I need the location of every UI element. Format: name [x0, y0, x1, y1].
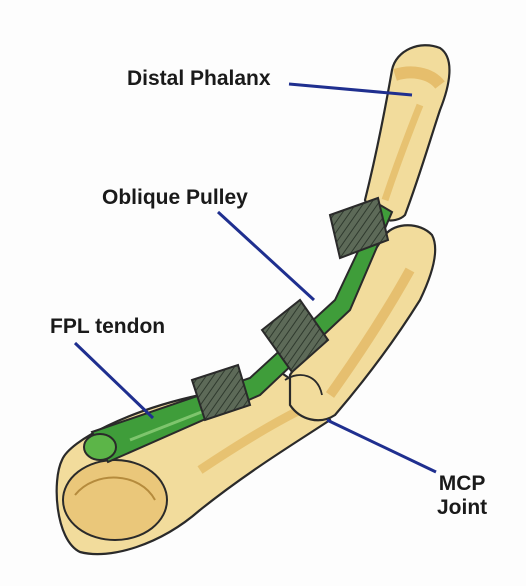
oblique-pulley-label: Oblique Pulley: [102, 186, 248, 210]
mcp-joint-label-line2: Joint: [437, 496, 487, 520]
fpl-tendon-label: FPL tendon: [50, 315, 165, 339]
distal-phalanx-bone: [365, 45, 449, 220]
tendon-cut-end: [84, 434, 116, 460]
distal-phalanx-label: Distal Phalanx: [127, 67, 271, 91]
mcp-joint-label: MCP Joint: [437, 472, 487, 520]
oblique-pulley-leader: [218, 212, 314, 300]
mcp-joint-leader: [327, 420, 436, 472]
mcp-joint-label-line1: MCP: [437, 472, 487, 496]
fpl-tendon-leader: [75, 343, 153, 418]
